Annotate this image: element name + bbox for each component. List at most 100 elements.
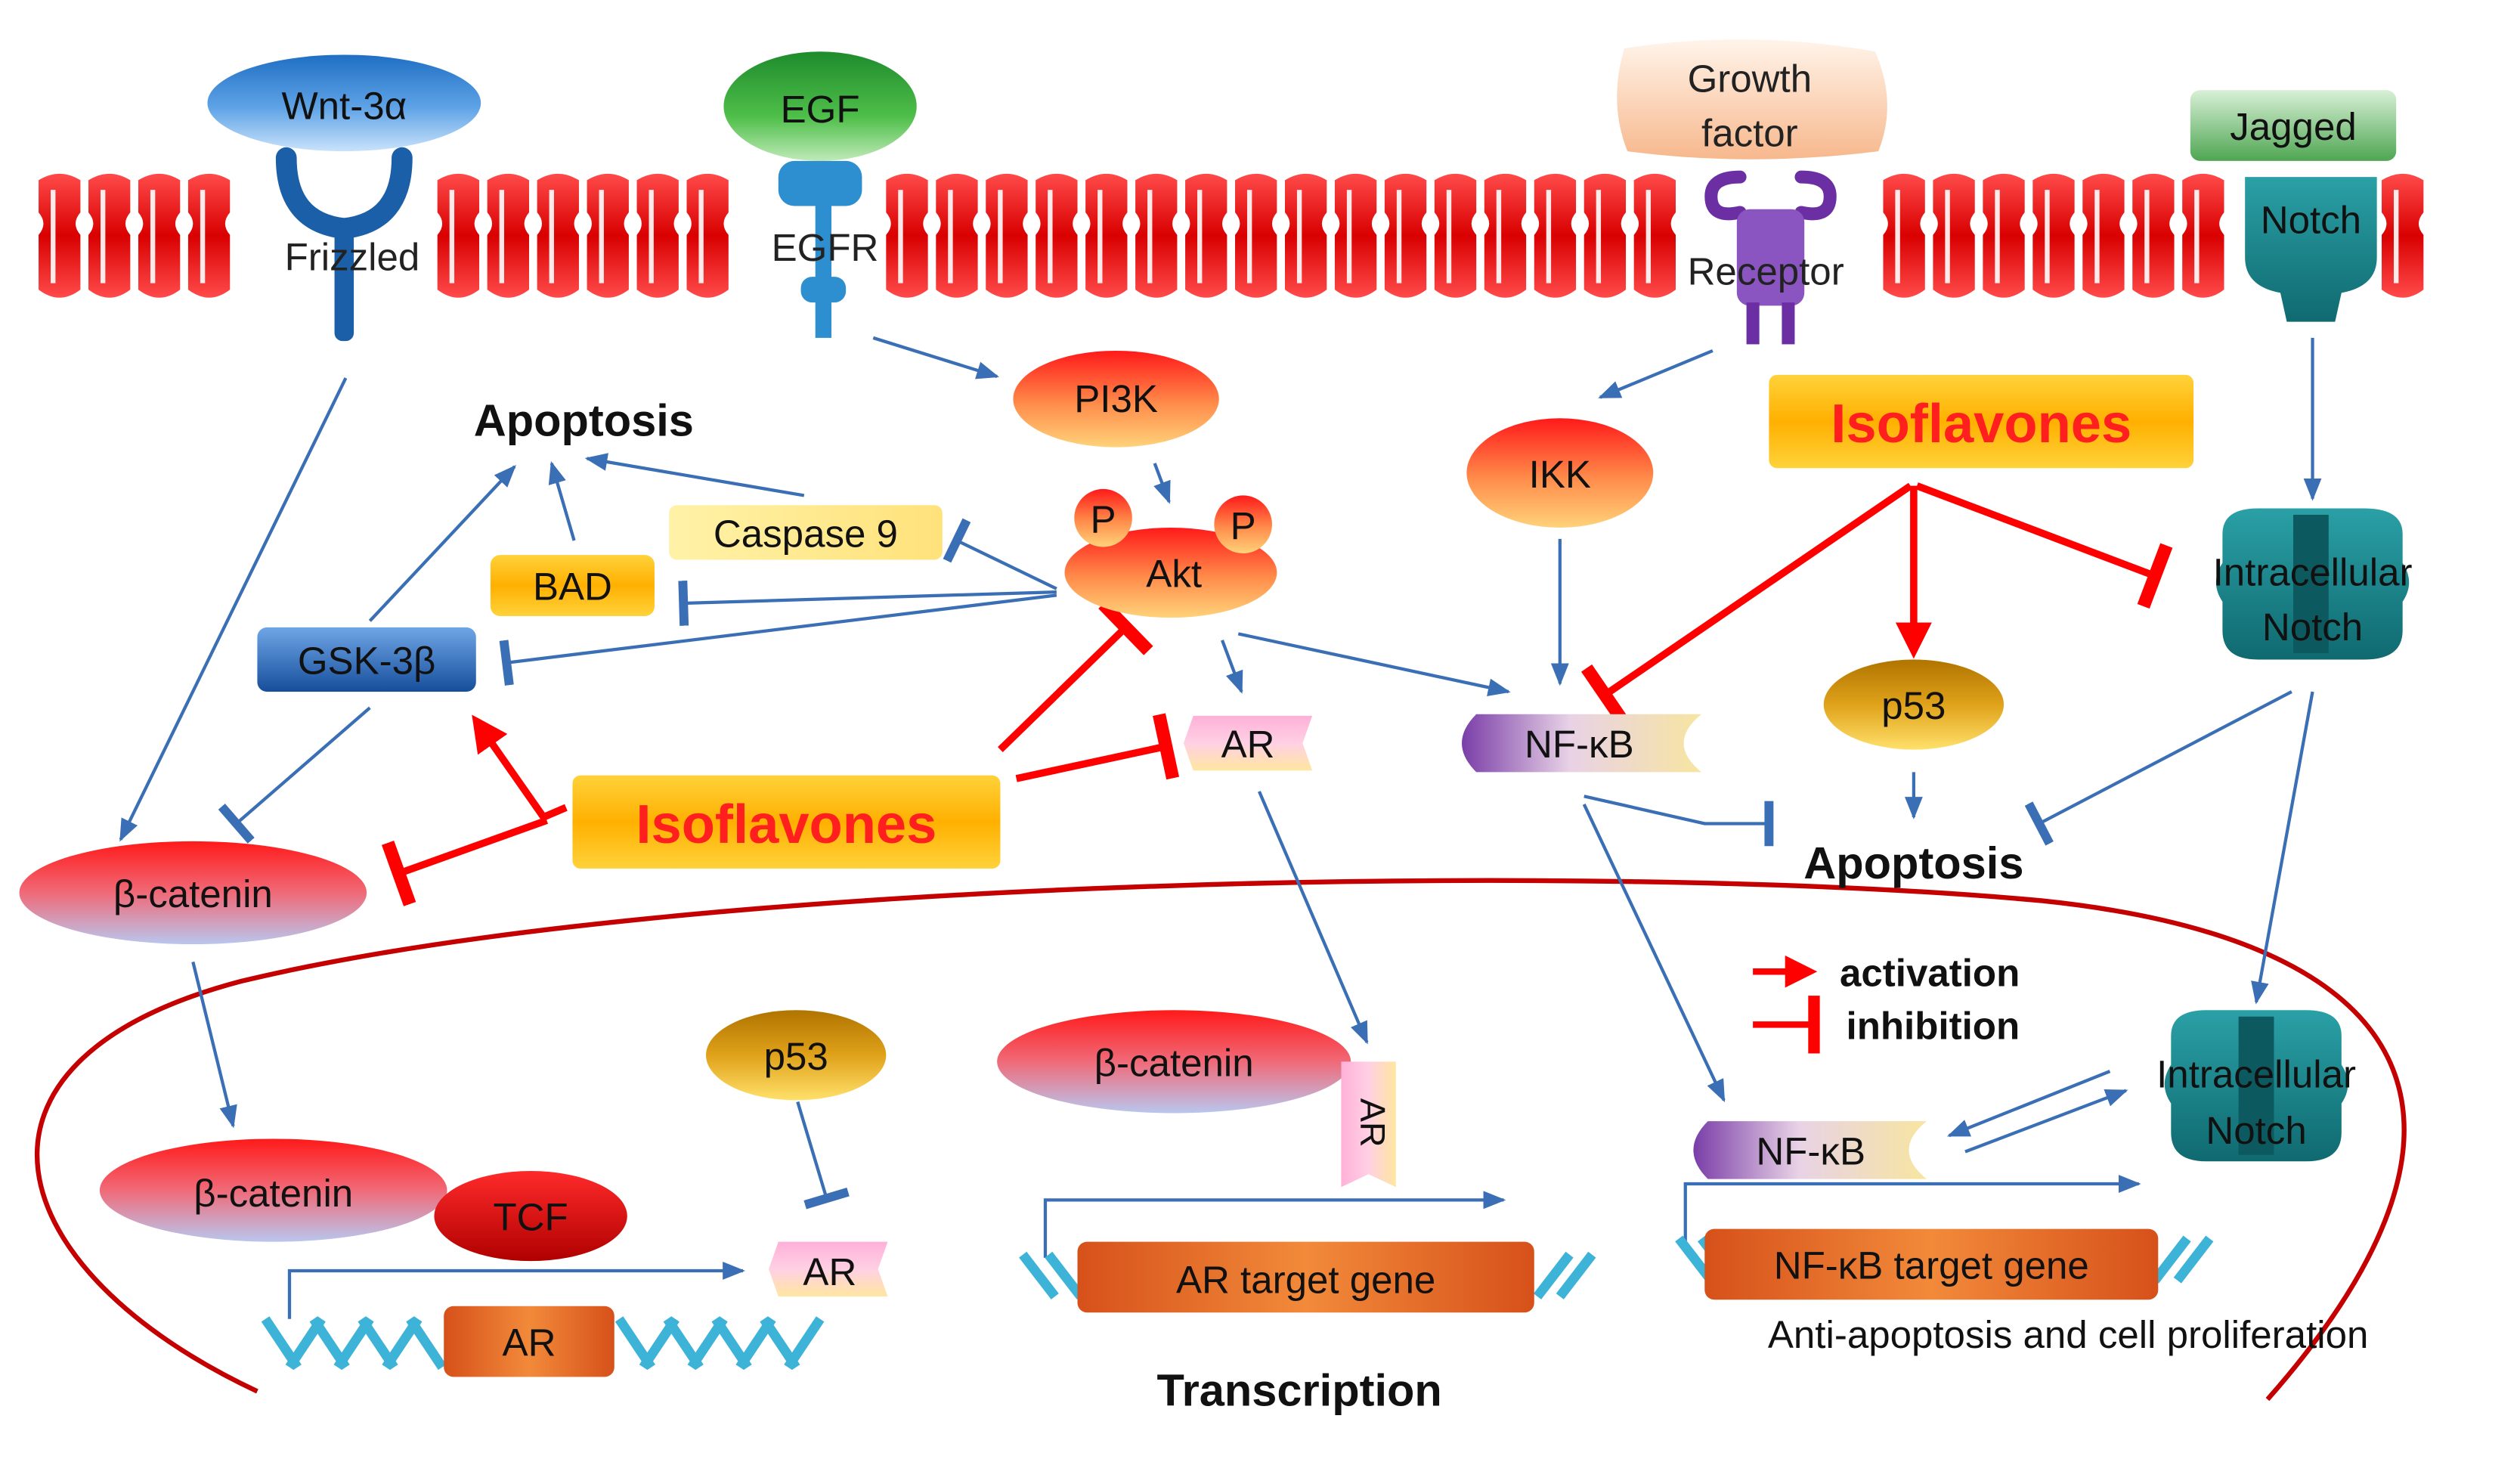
akt-label: Akt [1146,553,1202,596]
inhibit-notch-to-apoptosis [2024,690,2292,846]
dna-left-strand-c [615,1316,800,1371]
ikk-node [1466,418,1654,528]
membrane-lipid-unit [1334,173,1377,298]
nucleus-nfkb-node [1693,1121,1927,1179]
transcription-arrow-ar [287,1262,745,1319]
gsk3b-node [257,627,476,692]
membrane-lipid-unit [936,173,978,298]
notch-receptor-icon [2245,177,2377,322]
dna-left-strand-b [285,1316,423,1371]
nfkb-cytoplasm-label: NF-κB [1525,723,1634,766]
transcription-arrow-ar-target [1043,1191,1506,1258]
nucleus-p53-node [706,1010,887,1101]
membrane-lipid-unit [2382,173,2424,298]
membrane-lipid-unit [1036,173,1078,298]
membrane-lipid-unit [1883,173,1925,298]
transcription-label: Transcription [1156,1365,1441,1416]
membrane-lipid-unit [1534,173,1577,298]
wnt-ligand [207,54,481,152]
isoflavones-inhibit-ar [1015,713,1180,782]
ar-gene-label: AR [503,1321,556,1365]
jagged-ligand [2190,90,2397,161]
apoptosis-right-label: Apoptosis [1803,838,2023,888]
nucleus-p53-label: p53 [764,1035,828,1078]
nucleus-intracellular-notch-core [2238,1016,2274,1155]
membrane-lipid-unit [886,173,928,298]
isoflavones-left-box: Isoflavones [572,775,1001,869]
membrane-lipid-unit [1434,173,1477,298]
akt-phospho-left [1074,488,1132,547]
ar-target-gene-box [1077,1241,1534,1313]
membrane-lipid-unit [2182,173,2224,298]
membrane-lipid-unit [1484,173,1527,298]
nucleus-nfkb-label: NF-κB [1756,1130,1865,1173]
wnt-label: Wnt-3α [281,85,407,128]
pi3k-label: PI3K [1074,377,1158,420]
nucleus-beta-catenin-complex-label: β-catenin [1094,1042,1254,1085]
dna-left-strand-a [261,1316,447,1371]
isoflavones-left-bg [572,775,1001,869]
bad-label: BAD [533,565,612,609]
arrow-nfkb-to-notch-2 [1964,1089,2128,1154]
membrane-lipid-unit [1235,173,1277,298]
legend: activation inhibition [1753,951,2020,1054]
isoflavones-right-box: Isoflavones [1769,374,2194,469]
tcf-label: TCF [494,1196,568,1239]
ar-gene-box [444,1306,615,1377]
nucleus-beta-catenin-label: β-catenin [193,1172,353,1215]
arrow-akt-to-ar [1221,640,1243,694]
isoflavones-activate-gsk [472,714,568,822]
membrane-lipid-unit [1185,173,1227,298]
intracellular-notch-line2: Notch [2262,606,2363,649]
akt-body [1064,527,1277,618]
growth-factor-label-line2: factor [1701,112,1798,155]
intracellular-notch-nucleus: Intracellular Notch [2156,1010,2356,1162]
membrane-lipid-unit [187,173,231,298]
membrane-lipid-unit [1983,173,2025,298]
intracellular-notch-core [2293,514,2329,653]
membrane-lipid-unit [437,173,480,298]
dna-strand-left [261,1316,825,1371]
blue-signal-arrows [119,336,2322,1319]
inhibit-p53-to-ar [796,1101,850,1210]
isoflavones-right-label: Isoflavones [1831,394,2131,454]
membrane-lipid-unit [636,173,679,298]
membrane-lipid-unit [2132,173,2175,298]
frizzled-stem [334,221,354,342]
inhibit-nfkb-to-apoptosis [1584,795,1774,847]
transcription-arrow-nfkb-target [1683,1175,2141,1247]
arrow-egfr-to-pi3k [872,336,999,379]
akt-node: P P Akt [1064,488,1277,618]
nucleus-ar-protein-node [769,1241,888,1296]
bad-node [490,555,655,617]
nfkb-target-gene-box [1704,1228,2159,1300]
dna-strand-middle [1019,1251,1596,1299]
growth-factor-label-line1: Growth [1688,57,1813,100]
arrow-intracellular-notch-to-nucleus [2251,691,2314,1005]
isoflavones-inhibit-catenin [381,816,549,906]
nucleus-ar-protein-label: AR [803,1250,856,1293]
membrane-lipid-unit [2082,173,2125,298]
membrane-lipid-unit [1284,173,1327,298]
ar-target-gene-label: AR target gene [1176,1259,1435,1302]
ikk-label: IKK [1529,453,1591,496]
intracellular-notch-line1: Intracellular [2213,551,2413,594]
arrow-receptor-to-ikk [1598,348,1714,399]
receptor-right-claw-icon [1794,170,1837,221]
nfkb-cytoplasm-node [1462,714,1702,773]
arrow-gsk-to-apoptosis [368,464,516,622]
inhibit-akt-to-caspase [943,518,1057,590]
egfr-receptor-icon [778,160,862,206]
egfr-stem-knob [800,277,847,303]
membrane-lipid-unit [487,173,529,298]
nucleus-beta-catenin-node [99,1138,447,1242]
egfr-label: EGFR [772,226,879,269]
dna-middle-strand-a [1019,1251,1085,1299]
anti-apoptosis-label: Anti-apoptosis and cell proliferation [1768,1313,2369,1356]
arrow-akt-to-nfkb [1237,632,1511,697]
inhibit-gsk-to-catenin [218,706,371,844]
dna-right-strand-b [2150,1235,2214,1284]
arrow-notch-to-nfkb-1 [1946,1070,2111,1138]
dna-middle-strand-b [1533,1251,1596,1299]
